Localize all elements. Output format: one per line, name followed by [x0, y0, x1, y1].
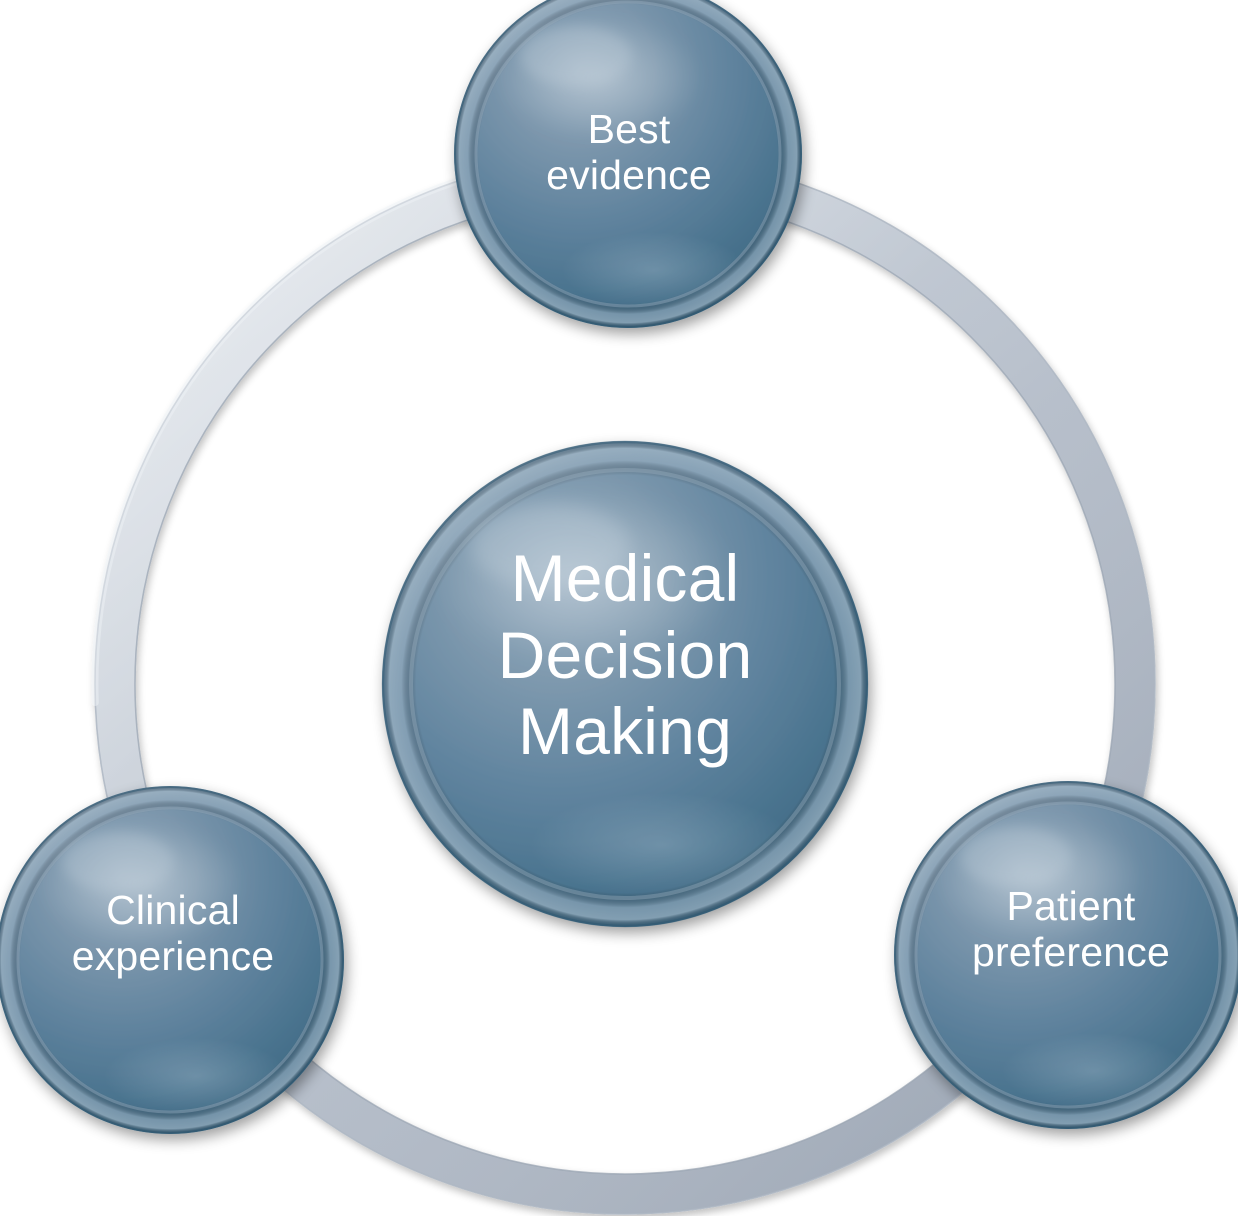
node-best-evidence[interactable] — [454, 0, 802, 328]
node-clinical-experience[interactable] — [0, 786, 344, 1134]
node-patient-preference[interactable] — [894, 781, 1238, 1129]
node-medical-decision-making[interactable] — [381, 440, 869, 928]
